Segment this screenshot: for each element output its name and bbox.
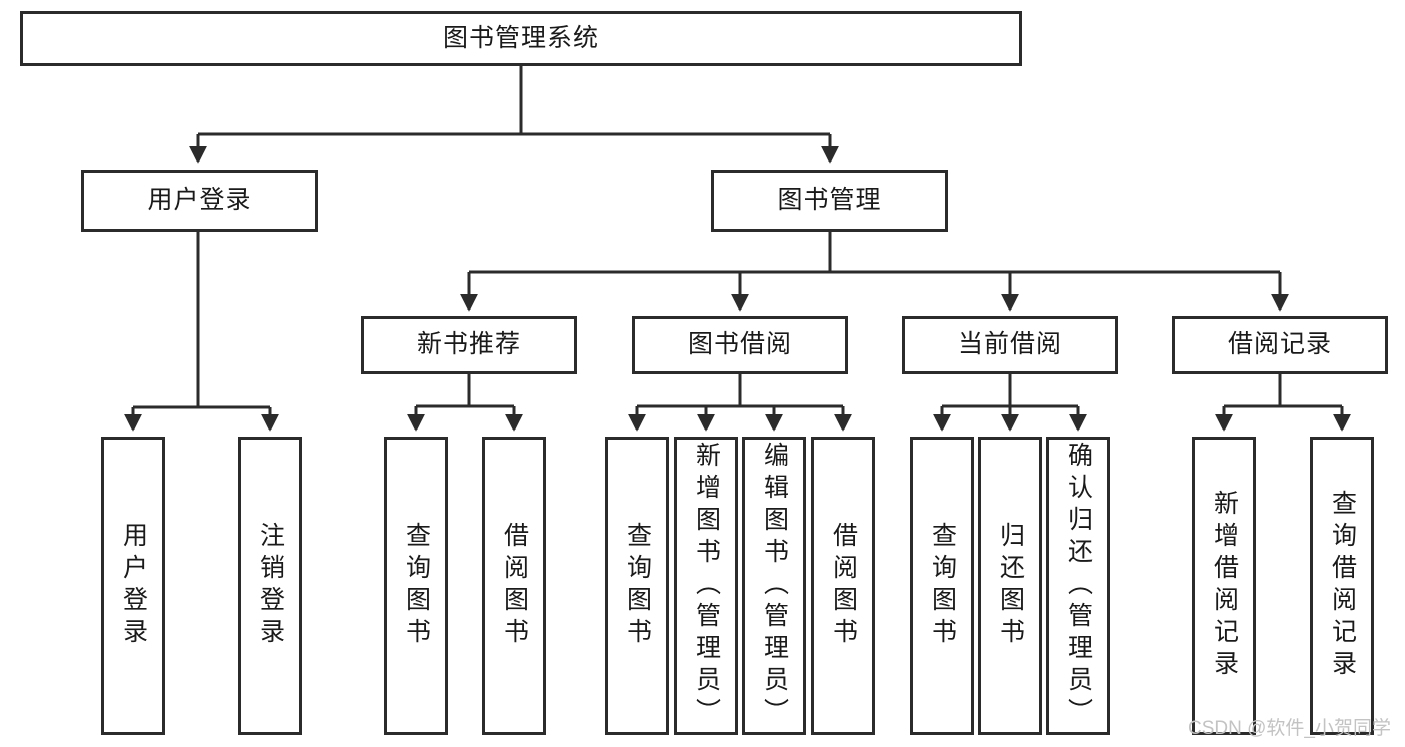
leaf-borrow-record-1[interactable]: 新增借阅记录: [1192, 437, 1256, 735]
leaf-new-book-recommend-2-label: 借阅图书: [500, 522, 529, 650]
leaf-book-borrow-4-label: 借阅图书: [829, 522, 858, 650]
node-new-book-recommend[interactable]: 新书推荐: [361, 316, 577, 374]
leaf-book-borrow-3-label: 编辑图书（管理员）: [760, 442, 789, 730]
node-book-management-label: 图书管理: [777, 186, 882, 215]
node-root-label: 图书管理系统: [442, 23, 599, 52]
leaf-current-borrow-1-label: 查询图书: [928, 522, 957, 650]
node-current-borrow[interactable]: 当前借阅: [902, 316, 1118, 374]
node-book-borrow[interactable]: 图书借阅: [632, 316, 848, 374]
leaf-borrow-record-1-label: 新增借阅记录: [1210, 490, 1239, 682]
node-book-management[interactable]: 图书管理: [711, 170, 948, 232]
node-borrow-record-label: 借阅记录: [1227, 330, 1332, 359]
leaf-current-borrow-3[interactable]: 确认归还（管理员）: [1046, 437, 1110, 735]
leaf-user-login-1-label: 用户登录: [119, 522, 148, 650]
leaf-new-book-recommend-1-label: 查询图书: [402, 522, 431, 650]
leaf-book-borrow-3[interactable]: 编辑图书（管理员）: [742, 437, 806, 735]
leaf-current-borrow-2-label: 归还图书: [996, 522, 1025, 650]
leaf-book-borrow-2-label: 新增图书（管理员）: [692, 442, 721, 730]
leaf-borrow-record-2-label: 查询借阅记录: [1328, 490, 1357, 682]
node-borrow-record[interactable]: 借阅记录: [1172, 316, 1388, 374]
leaf-book-borrow-2[interactable]: 新增图书（管理员）: [674, 437, 738, 735]
node-user-login[interactable]: 用户登录: [81, 170, 318, 232]
leaf-borrow-record-2[interactable]: 查询借阅记录: [1310, 437, 1374, 735]
leaf-user-login-2[interactable]: 注销登录: [238, 437, 302, 735]
node-root[interactable]: 图书管理系统: [20, 11, 1022, 66]
leaf-book-borrow-1-label: 查询图书: [623, 522, 652, 650]
leaf-user-login-1[interactable]: 用户登录: [101, 437, 165, 735]
leaf-book-borrow-4[interactable]: 借阅图书: [811, 437, 875, 735]
leaf-new-book-recommend-1[interactable]: 查询图书: [384, 437, 448, 735]
node-user-login-label: 用户登录: [147, 186, 252, 215]
node-book-borrow-label: 图书借阅: [687, 330, 792, 359]
leaf-new-book-recommend-2[interactable]: 借阅图书: [482, 437, 546, 735]
node-current-borrow-label: 当前借阅: [957, 330, 1062, 359]
leaf-user-login-2-label: 注销登录: [256, 522, 285, 650]
leaf-book-borrow-1[interactable]: 查询图书: [605, 437, 669, 735]
node-new-book-recommend-label: 新书推荐: [416, 330, 521, 359]
leaf-current-borrow-3-label: 确认归还（管理员）: [1064, 442, 1093, 730]
leaf-current-borrow-1[interactable]: 查询图书: [910, 437, 974, 735]
leaf-current-borrow-2[interactable]: 归还图书: [978, 437, 1042, 735]
csdn-watermark: CSDN @软件_小贺同学: [1188, 718, 1391, 739]
